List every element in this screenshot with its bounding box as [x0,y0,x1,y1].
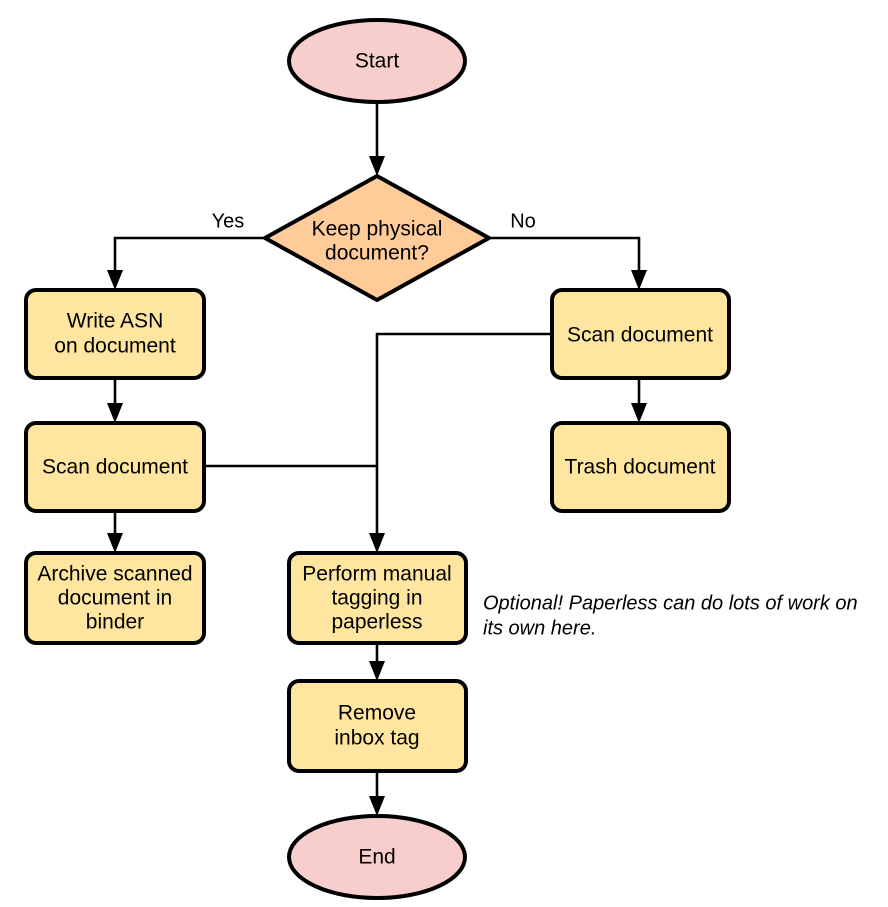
trash-label: Trash document [565,456,716,479]
remove-inbox-rect-shape [287,679,468,773]
scan-left-label: Scan document [42,456,188,479]
edge-decision-no-to-scan-right [489,236,647,290]
node-remove-inbox-tag[interactable]: Remove inbox tag [287,679,468,773]
node-archive-scanned-document[interactable]: Archive scanned document in binder [24,551,206,645]
node-end[interactable]: End [287,814,467,900]
edge-label-no: No [510,210,536,232]
tagging-label-line2: tagging in [331,587,422,610]
edge-scan-left-to-archive [107,511,123,553]
write-asn-label-line2: on document [54,335,176,358]
archive-label-line3: binder [86,611,144,634]
scan-right-label: Scan document [567,324,713,347]
edge-start-to-decision [369,102,385,176]
scan-left-rect-shape [24,421,206,513]
write-asn-label-line1: Write ASN [67,310,163,333]
remove-inbox-label-line1: Remove [338,702,416,725]
scan-right-rect-shape [550,288,731,380]
annotation-optional-note: Optional! Paperless can do lots of work … [483,592,858,639]
optional-note-line2: its own here. [483,617,596,639]
edge-scan-right-to-trash [631,378,647,423]
optional-note-line1: Optional! Paperless can do lots of work … [483,592,858,614]
edge-decision-yes-to-write-asn [107,236,265,290]
node-scan-document-right[interactable]: Scan document [550,288,731,380]
write-asn-rect-shape [24,288,206,380]
start-ellipse-shape [287,18,467,104]
node-write-asn-on-document[interactable]: Write ASN on document [24,288,206,380]
decision-diamond-shape [263,174,491,302]
archive-label-line2: document in [58,587,172,610]
tagging-label-line3: paperless [331,611,422,634]
node-start[interactable]: Start [287,18,467,104]
node-scan-document-left[interactable]: Scan document [24,421,206,513]
decision-label-line2: document? [325,242,429,265]
tagging-label-line1: Perform manual [302,563,451,586]
edge-scan-right-to-tagging [369,332,552,553]
remove-inbox-label-line2: inbox tag [334,727,419,750]
decision-label-line1: Keep physical [312,218,443,241]
end-ellipse-shape [287,814,467,900]
archive-rect-shape [24,551,206,645]
edge-label-yes: Yes [212,210,245,232]
trash-rect-shape [550,421,731,513]
end-label: End [358,846,395,869]
edge-write-asn-to-scan-left [107,378,123,423]
archive-label-line1: Archive scanned [37,563,192,586]
start-label: Start [355,50,400,73]
edge-tagging-to-remove-inbox [369,643,385,681]
node-decision-keep-physical-document[interactable]: Keep physical document? [263,174,491,302]
tagging-rect-shape [287,551,468,645]
node-perform-manual-tagging[interactable]: Perform manual tagging in paperless [287,551,468,645]
edge-remove-inbox-to-end [369,771,385,816]
node-trash-document[interactable]: Trash document [550,421,731,513]
